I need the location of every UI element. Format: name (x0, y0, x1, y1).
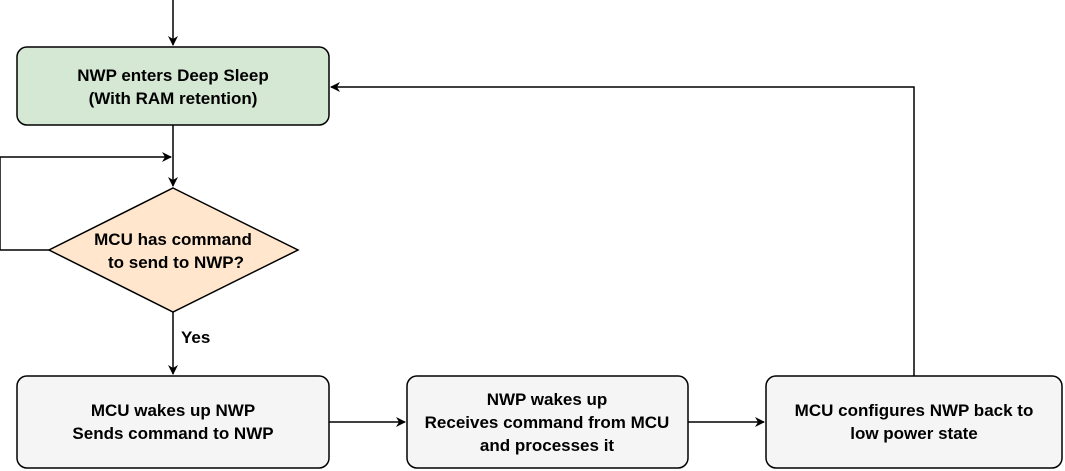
decision-node: MCU has command to send to NWP? (47, 187, 300, 313)
config-back-arrow (330, 82, 915, 376)
deep-sleep-line2: (With RAM retention) (89, 89, 258, 108)
no-loop-arrow (0, 152, 172, 251)
mcu-configures-node: MCU configures NWP back to low power sta… (765, 375, 1063, 469)
mcu-configures-line2: low power state (850, 424, 978, 443)
mcu-configures-line1: MCU configures NWP back to (795, 401, 1034, 420)
nwp-wakes-line1: NWP wakes up (487, 390, 608, 409)
yes-label: Yes (181, 328, 210, 347)
mcu-wakes-node: MCU wakes up NWP Sends command to NWP (16, 375, 330, 469)
nwp-wakes-line3: and processes it (480, 436, 615, 455)
deep-sleep-line1: NWP enters Deep Sleep (77, 66, 268, 85)
decision-line2: to send to NWP? (108, 253, 244, 272)
nwp-wakes-node: NWP wakes up Receives command from MCU a… (406, 375, 689, 469)
mcu-wakes-line2: Sends command to NWP (72, 424, 273, 443)
mcu-wakes-line1: MCU wakes up NWP (91, 401, 255, 420)
nwp-wakes-line2: Receives command from MCU (425, 413, 670, 432)
deep-sleep-node: NWP enters Deep Sleep (With RAM retentio… (16, 46, 330, 126)
decision-line1: MCU has command (94, 230, 252, 249)
